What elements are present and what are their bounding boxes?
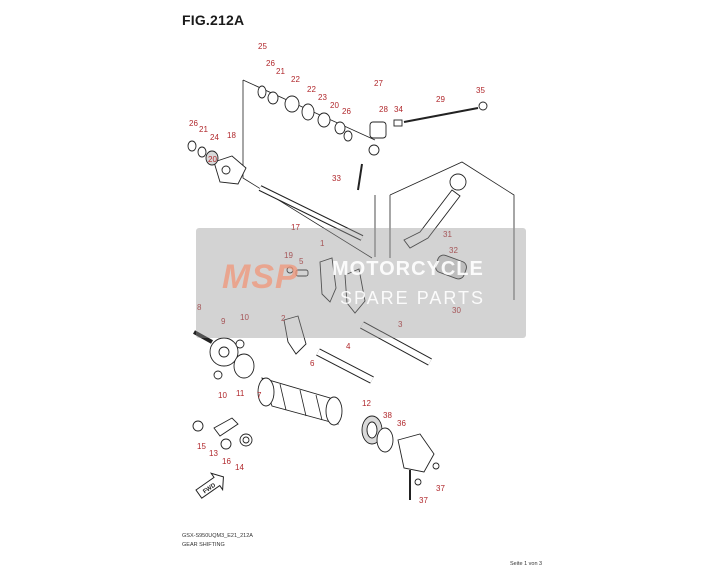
shift-linkage [357,101,488,191]
callout-22b: 22 [307,85,316,94]
page-indicator: Seite 1 von 3 [510,561,543,567]
callout-4: 4 [346,342,351,351]
callout-30: 30 [452,306,461,315]
figure-caption: GEAR SHIFTING [182,542,225,548]
callout-23: 23 [318,93,327,102]
callout-33: 33 [332,174,341,183]
callout-37: 37 [436,484,445,493]
shift-arm [213,155,247,185]
seal-washer-stack [187,85,353,166]
callout-22: 22 [291,75,300,84]
callout-7: 7 [257,391,262,400]
callout-2: 2 [281,314,286,323]
gear-shift-lever [403,173,467,280]
callout-28: 28 [379,105,388,114]
callout-31: 31 [443,230,452,239]
callout-21b: 21 [199,125,208,134]
callout-36: 36 [397,419,406,428]
callout-29: 29 [436,95,445,104]
callout-27: 27 [374,79,383,88]
callout-19: 19 [284,251,293,260]
callout-14: 14 [235,463,244,472]
callout-35: 35 [476,86,485,95]
callout-21: 21 [276,67,285,76]
callout-25: 25 [258,42,267,51]
callout-18: 18 [227,131,236,140]
callout-20b: 20 [208,155,217,164]
part-callouts: 1 2 3 4 5 6 7 8 9 10 10 11 12 13 14 15 1… [189,42,485,505]
callout-15: 15 [197,442,206,451]
callout-38: 38 [383,411,392,420]
watermark-logo: MSP [222,258,299,296]
gear-shift-cam [257,377,343,426]
callout-13: 13 [209,449,218,458]
stopper-springs [192,417,253,450]
callout-26c: 26 [189,119,198,128]
watermark-band [196,228,526,338]
model-code: GSX-S950UQM3_E21_212A [182,533,253,539]
callout-11: 11 [236,389,245,398]
cam-stopper-plate [193,330,255,380]
watermark-line-1: MOTORCYCLE [332,258,484,280]
callout-10: 10 [240,313,249,322]
callout-34: 34 [394,105,403,114]
callout-16: 16 [222,457,231,466]
fork-shafts [316,321,432,384]
small-bolts [286,266,309,277]
watermark-line-2: SPARE PARTS [340,288,486,308]
callout-5: 5 [299,257,304,266]
callout-6: 6 [310,359,315,368]
callout-20: 20 [330,101,339,110]
bearing-and-drum-plate [361,415,440,500]
callout-37b: 37 [419,496,428,505]
callout-26: 26 [266,59,275,68]
callout-26b: 26 [342,107,351,116]
callout-32: 32 [449,246,458,255]
shift-forks [283,257,366,355]
callout-8: 8 [197,303,202,312]
callout-9: 9 [221,317,226,326]
callout-24: 24 [210,133,219,142]
callout-1: 1 [320,239,325,248]
callout-3: 3 [398,320,403,329]
callout-12: 12 [362,399,371,408]
callout-10b: 10 [218,391,227,400]
figure-title: FIG.212A [182,12,245,28]
callout-17: 17 [291,223,300,232]
fwd-arrow-icon: FWD [195,472,224,499]
shift-shaft [258,185,364,241]
